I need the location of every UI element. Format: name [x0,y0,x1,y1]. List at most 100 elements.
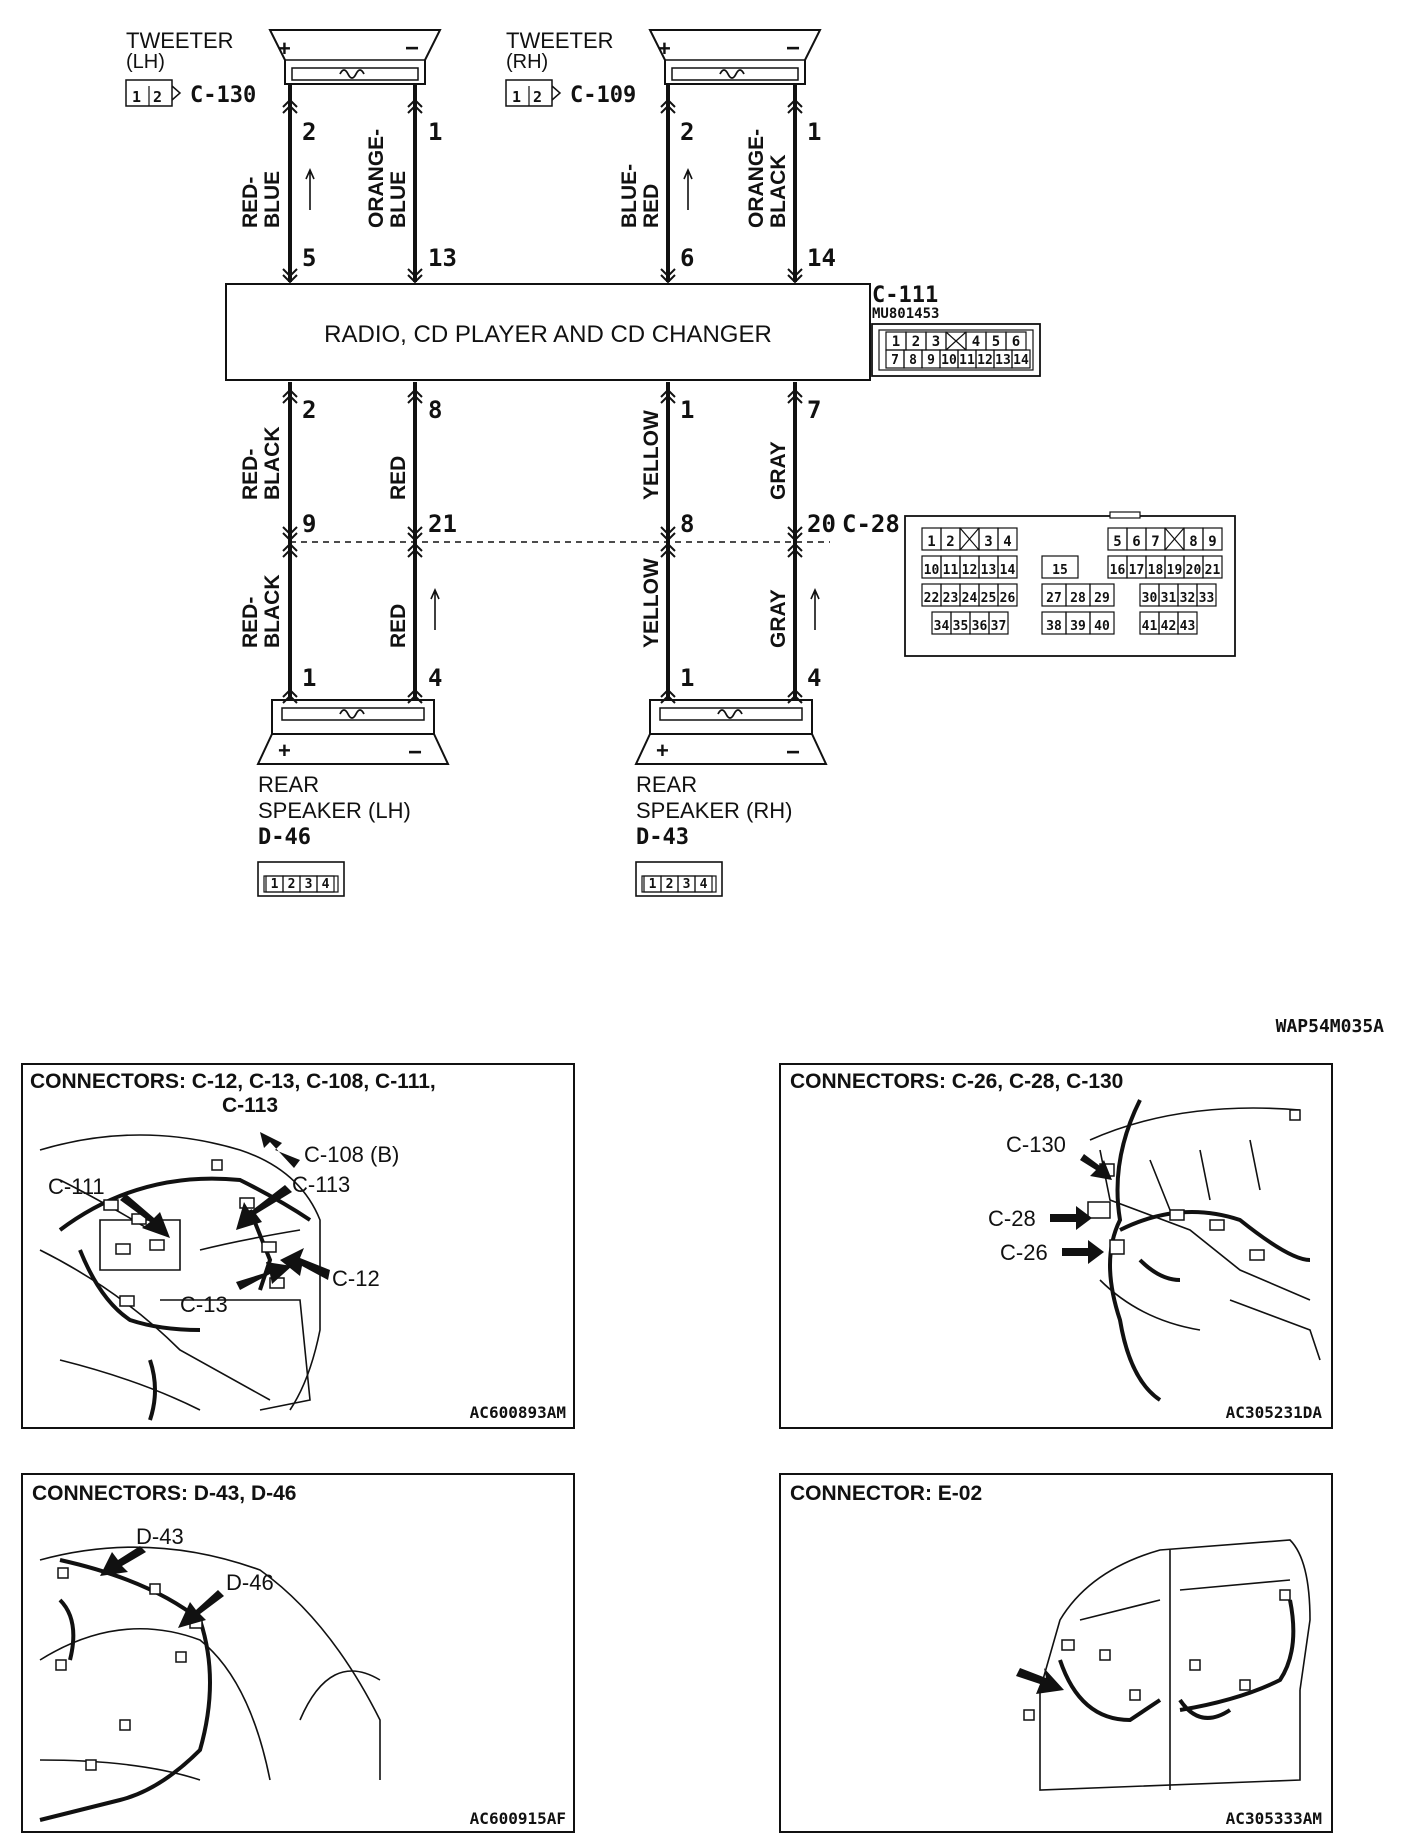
tweeter-lh-plus: + [278,36,291,61]
connector-pin-cell [988,611,1009,635]
panel2-arrow-c130-icon [1080,1154,1112,1180]
connector-pin-number: 11 [943,563,959,578]
speaker-rh-coil-icon [717,709,743,719]
wire-color-yellow-lower: YELLOW [640,558,663,648]
panel1-title: CONNECTORS: C-12, C-13, C-108, C-111, [30,1070,436,1093]
connector-pin-cell [1202,555,1223,579]
wire-color-orange-black-2: BLACK [767,155,790,229]
panel3-callout-d46: D-46 [226,1570,274,1595]
panel1-title-line2: C-113 [222,1094,278,1117]
connector-pin-number: 15 [1052,563,1068,578]
connector-pin-number: 34 [934,619,950,634]
wire-color-red-black-upper-1: RED- [239,449,262,500]
connector-pin-number: 4 [1003,534,1011,550]
c28-label: C-28 [842,510,900,538]
figure-id: WAP54M035A [1276,1016,1385,1037]
connector-pin-cell [694,875,713,893]
connector-pin-number: 14 [1013,353,1029,368]
wire-color-gray-lower: GRAY [767,589,790,648]
speaker-rh-pin-plus: 1 [680,664,694,692]
panel1-arrow-c111-icon [120,1194,170,1238]
tweeter-lh: + − TWEETER (LH) 1 2 C-130 [125,28,442,108]
junction-pin-21: 21 [428,510,457,538]
panel4-arrow-e02-icon [1016,1668,1064,1694]
connector-pin-number: 20 [1186,563,1202,578]
connector-pin-number: 16 [1110,563,1126,578]
speaker-rh-pin-minus: 4 [807,664,821,692]
speaker-lh-pin-plus: 1 [302,664,316,692]
wire-color-orange-blue-2: BLUE [387,171,410,228]
connector-pin-cell [1196,583,1217,607]
connector-pin-number: 26 [1000,591,1016,606]
blank-pin-icon [1164,527,1185,551]
panel3-title: CONNECTORS: D-43, D-46 [32,1482,297,1505]
connector-pin-number: 25 [981,591,997,606]
connector-pin-number: 12 [962,563,978,578]
unit-pin-7: 7 [807,396,821,424]
connector-pin-number: 8 [1189,534,1197,550]
panel1-callout-c111: C-111 [48,1174,105,1199]
connector-pin-number: 13 [995,353,1011,368]
connector-pin-number: 40 [1094,619,1110,634]
tweeter-lh-pin-minus: 1 [428,118,442,146]
panel1-arrow-c108-icon [260,1132,300,1168]
speaker-lh-minus: − [408,739,422,766]
panel3-callout-d43: D-43 [136,1524,184,1549]
panel3-arrow-d46-icon [178,1590,224,1628]
connector-pin-number: 24 [962,591,978,606]
connector-pin-number: 22 [924,591,940,606]
panel1-arrow-c113-icon [236,1185,292,1230]
wire-color-blue-red-1: BLUE- [618,164,641,228]
junction-pin-20: 20 [807,510,836,538]
connector-pin-number: 29 [1094,591,1110,606]
connector-pin-number: 10 [941,353,957,368]
wire-color-red-black-lower-1: RED- [239,597,262,648]
panel-connectors-c12-c13-c108-c111-c113: CONNECTORS: C-12, C-13, C-108, C-111, C-… [21,1063,575,1429]
panel1-callout-c13: C-13 [180,1292,228,1317]
head-unit-label: RADIO, CD PLAYER AND CD CHANGER [324,321,772,348]
panel1-callout-c12: C-12 [332,1266,380,1291]
tweeter-rh-coil-icon [719,69,745,79]
tweeter-lh-side: (LH) [126,51,165,73]
connector-pin-number: 42 [1161,619,1177,634]
connector-pin-number: 11 [959,353,975,368]
connector-pin-number: 21 [1205,563,1221,578]
speaker-rh-line1: REAR [636,772,697,797]
wire-color-red-lower: RED [387,604,410,648]
connector-pin-cell [1177,611,1198,635]
connector-pin-number: 1 [892,334,900,350]
connector-pin-number: 19 [1167,563,1183,578]
wire-color-yellow-upper: YELLOW [640,410,663,500]
connector-pin-number: 6 [1012,334,1020,350]
connector-pin-number: 12 [977,353,993,368]
tweeter-rh-plus: + [658,36,671,61]
connector-pin-number: 1 [927,534,935,550]
connector-pin-number: 4 [972,334,980,350]
speaker-rh-line2: SPEAKER (RH) [636,798,792,823]
connector-pin-number: 8 [909,353,917,368]
wire-color-red-blue-1: RED- [239,177,262,228]
connector-pin-number: 2 [288,877,296,892]
junction-pin-8: 8 [680,510,694,538]
connector-pin-cell [1011,349,1031,369]
speaker-lh-pin-minus: 4 [428,664,442,692]
speaker-rh-connector: D-43 [636,825,689,850]
panel4-code: AC305333AM [1226,1809,1322,1828]
connector-pin-number: 4 [322,877,330,892]
connector-pin-cell [1202,527,1223,551]
connector-pin-cell [316,875,335,893]
connector-pin-number: 10 [924,563,940,578]
unit-pin-5: 5 [302,244,316,272]
connector-pin-number: 33 [1199,591,1215,606]
panel2-title: CONNECTORS: C-26, C-28, C-130 [790,1070,1123,1093]
connector-pin-number: 37 [991,619,1007,634]
connector-pin-number: 28 [1070,591,1086,606]
connector-pin-number: 1 [649,877,657,892]
connector-pin-number: 43 [1180,619,1196,634]
tweeter-rh-connector: C-109 [570,83,636,108]
panel3-arrow-d43-icon [100,1546,146,1576]
